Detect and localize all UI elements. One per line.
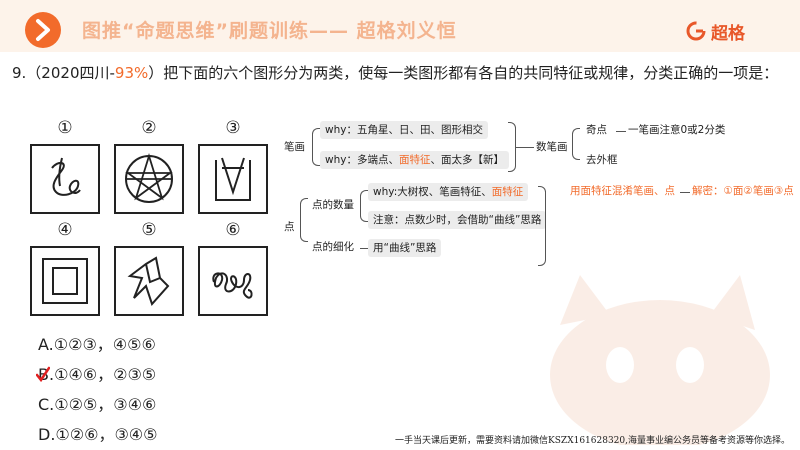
header-bar: 图推“命题思维”刷题训练—— 超格刘义恒 超格 bbox=[0, 0, 800, 52]
line-to-shubihua bbox=[516, 147, 534, 148]
brace-bihua bbox=[312, 128, 320, 166]
chevron-right-icon bbox=[25, 12, 61, 48]
footer-notice: 一手当天课后更新，需要资料请加微信KSZX161628320,海量事业编公务员等… bbox=[395, 436, 790, 446]
node-dian: 点 bbox=[284, 221, 295, 233]
figure-label-3: ③ bbox=[225, 118, 241, 138]
node-why2: why：多端点、面特征、面太多【新】 bbox=[320, 151, 509, 169]
node-jidian: 奇点 bbox=[586, 124, 607, 136]
figure-1 bbox=[30, 144, 100, 214]
option-c-letter: C. bbox=[38, 395, 55, 414]
option-a[interactable]: A.①②③，④⑤⑥ bbox=[38, 330, 338, 360]
option-c[interactable]: C.①②⑤，③④⑥ bbox=[38, 390, 338, 420]
node-shu-bihua: 数笔画 bbox=[536, 141, 568, 153]
mascot-watermark bbox=[550, 275, 770, 445]
check-icon bbox=[36, 366, 50, 382]
why3-pre: why:大树杈、笔画特征、 bbox=[373, 186, 492, 198]
figure-6 bbox=[198, 246, 268, 316]
node-why3: why:大树杈、笔画特征、面特征 bbox=[368, 183, 529, 201]
option-d[interactable]: D.①②⑥，③④⑤ bbox=[38, 420, 338, 450]
figure-label-2: ② bbox=[141, 118, 157, 138]
option-a-text: ①②③，④⑤⑥ bbox=[53, 335, 156, 354]
line-xihua bbox=[360, 248, 368, 249]
question-body: ）把下面的六个图形分为两类，使每一类图形都有各自的共同特征或规律，分类正确的一项… bbox=[148, 64, 779, 82]
node-bihua: 笔画 bbox=[284, 141, 305, 153]
figure-label-5: ⑤ bbox=[141, 220, 157, 240]
figure-panel: ① ② ③ ④ ⑤ ⑥ bbox=[30, 118, 275, 328]
brace-right-top bbox=[508, 122, 516, 172]
header-title: 图推“命题思维”刷题训练—— 超格刘义恒 bbox=[82, 20, 457, 42]
question-prefix: 9.（2020四川- bbox=[12, 64, 115, 82]
figure-3 bbox=[198, 144, 268, 214]
option-c-text: ①②⑤，③④⑥ bbox=[54, 395, 157, 414]
brand-name: 超格 bbox=[711, 23, 745, 44]
question-text: 9.（2020四川-93%）把下面的六个图形分为两类，使每一类图形都有各自的共同… bbox=[12, 60, 792, 87]
brand-icon bbox=[686, 21, 706, 41]
node-yong-quxian: 用“曲线”思路 bbox=[368, 239, 442, 257]
node-mian-tezheng: 用面特征混淆笔画、点 bbox=[570, 185, 675, 197]
node-dian-shuliang: 点的数量 bbox=[312, 199, 354, 211]
why2-hl: 面特征 bbox=[398, 154, 431, 166]
option-a-letter: A. bbox=[38, 335, 54, 354]
figure-label-1: ① bbox=[57, 118, 73, 138]
option-d-letter: D. bbox=[38, 425, 56, 444]
option-b-text: ①④⑥，②③⑤ bbox=[54, 365, 157, 384]
mind-map: 笔画 why：五角星、日、田、图形相交 why：多端点、面特征、面太多【新】 点… bbox=[280, 118, 795, 268]
why2-post: 、面太多【新】 bbox=[430, 154, 504, 166]
node-jiemi: 解密：①面②笔画③点 bbox=[692, 185, 794, 197]
line-jidian bbox=[616, 131, 626, 132]
figure-4 bbox=[30, 246, 100, 316]
brace-shuliang bbox=[360, 190, 368, 222]
node-qu-waikuang: 去外框 bbox=[586, 154, 618, 166]
why2-pre: why：多端点、 bbox=[325, 154, 399, 166]
figure-label-6: ⑥ bbox=[225, 220, 241, 240]
question-percent: 93% bbox=[114, 64, 149, 82]
node-why1: why：五角星、日、田、图形相交 bbox=[320, 121, 488, 139]
node-note: 注意：点数少时，会借助“曲线”思路 bbox=[368, 211, 547, 229]
node-dian-xihua: 点的细化 bbox=[312, 241, 354, 253]
brace-shubihua bbox=[572, 128, 580, 160]
figure-2 bbox=[114, 144, 184, 214]
line-jiemi bbox=[680, 192, 690, 193]
figure-5 bbox=[114, 246, 184, 316]
brace-dian bbox=[300, 198, 308, 242]
figure-label-4: ④ bbox=[57, 220, 73, 240]
brace-right-bottom bbox=[538, 186, 546, 266]
node-jidian-note: 一笔画注意0或2分类 bbox=[628, 124, 726, 136]
option-b[interactable]: B.①④⑥，②③⑤ bbox=[36, 360, 338, 390]
option-d-text: ①②⑥，③④⑤ bbox=[55, 425, 158, 444]
brand-logo: 超格 bbox=[685, 20, 745, 44]
answer-options: A.①②③，④⑤⑥ B.①④⑥，②③⑤ C.①②⑤，③④⑥ D.①②⑥，③④⑤ bbox=[36, 330, 338, 450]
why3-hl: 面特征 bbox=[491, 186, 524, 198]
